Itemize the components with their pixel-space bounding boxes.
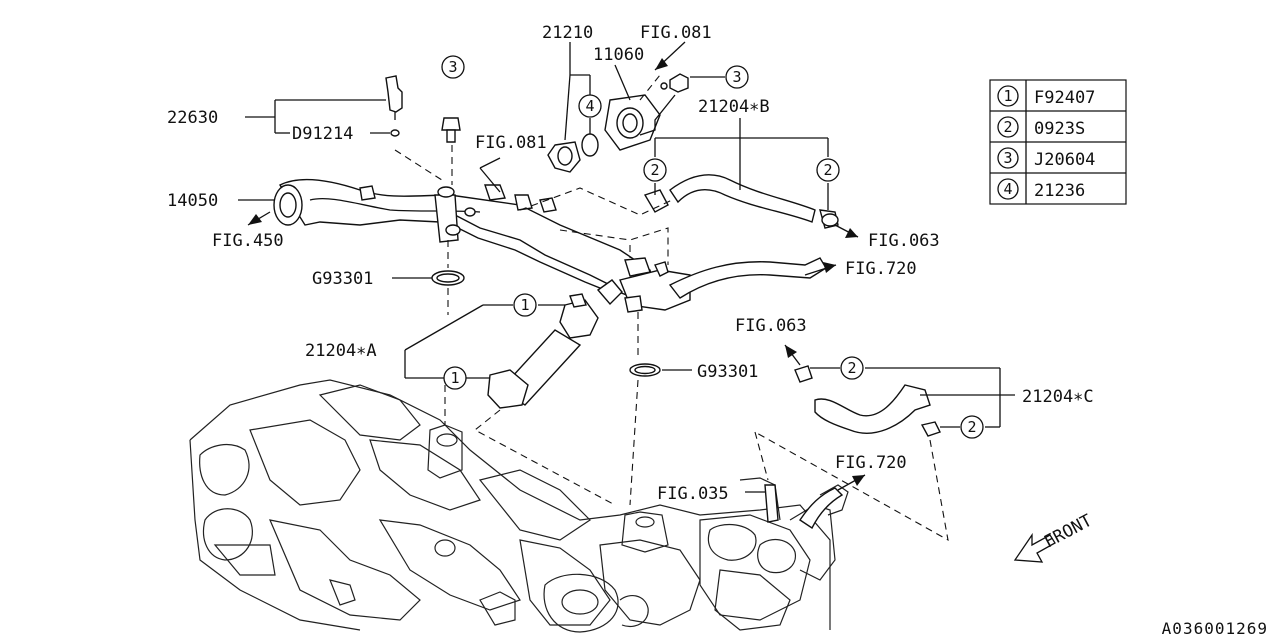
- legend-code-3: J20604: [1034, 150, 1095, 170]
- label-21204b: 21204∗B: [698, 97, 770, 117]
- callout-3-bolt-top: 3: [441, 55, 465, 79]
- callout-2-clamp-left: 2: [643, 158, 667, 182]
- svg-text:3: 3: [1003, 149, 1012, 167]
- label-fig720-bottom: FIG.720: [835, 453, 907, 473]
- thermostat-housing: [547, 73, 689, 173]
- callout-4-gasket: 4: [578, 94, 602, 118]
- svg-text:4: 4: [1003, 180, 1012, 198]
- legend-row-2: 2: [997, 116, 1019, 138]
- hose-21204-b: [643, 174, 839, 229]
- label-14050: 14050: [167, 191, 218, 211]
- svg-text:1: 1: [1003, 87, 1012, 105]
- leader-lines: [238, 41, 1015, 542]
- svg-text:1: 1: [520, 296, 529, 314]
- legend-row-4: 4: [997, 178, 1019, 200]
- diagram-code: A036001269: [1161, 619, 1268, 638]
- callouts: 3 3 4 2 2 1 1 2 2: [441, 55, 984, 439]
- label-fig063-right: FIG.063: [868, 231, 940, 251]
- hose-21204-c: [794, 365, 941, 437]
- front-direction-indicator: FRONT: [1013, 511, 1096, 563]
- svg-text:3: 3: [732, 68, 741, 86]
- legend-row-1: 1: [997, 85, 1019, 107]
- temperature-sensor: [385, 75, 403, 137]
- part-labels: 22630 D91214 14050 FIG.450 G93301 21204∗…: [167, 23, 1094, 504]
- water-pipe-assembly: [273, 178, 827, 313]
- label-g93301-top: G93301: [312, 269, 373, 289]
- label-21210: 21210: [542, 23, 593, 43]
- label-22630: 22630: [167, 108, 218, 128]
- svg-text:2: 2: [1003, 118, 1012, 136]
- hose-21204-a: [487, 293, 599, 409]
- callout-2-clamp-right: 2: [816, 158, 840, 182]
- label-fig035: FIG.035: [657, 484, 729, 504]
- label-fig450: FIG.450: [212, 231, 284, 251]
- label-11060: 11060: [593, 45, 644, 65]
- callout-1-clamp-bottom: 1: [443, 366, 467, 390]
- label-21204c: 21204∗C: [1022, 387, 1094, 407]
- bolts: [431, 117, 661, 377]
- legend-code-1: F92407: [1034, 88, 1095, 108]
- label-g93301-mid: G93301: [697, 362, 758, 382]
- legend-row-3: 3: [997, 147, 1019, 169]
- svg-text:2: 2: [847, 359, 856, 377]
- label-d91214: D91214: [292, 124, 353, 144]
- engine-block-illustration: [189, 379, 849, 633]
- legend-code-4: 21236: [1034, 181, 1085, 201]
- label-fig720-right: FIG.720: [845, 259, 917, 279]
- svg-text:4: 4: [585, 97, 594, 115]
- svg-text:2: 2: [967, 418, 976, 436]
- callout-1-clamp-top: 1: [513, 293, 537, 317]
- label-fig063-mid: FIG.063: [735, 316, 807, 336]
- label-fig081-mid: FIG.081: [475, 133, 547, 153]
- callout-3-bolt-right: 3: [725, 65, 749, 89]
- callout-2-hose-c-top: 2: [840, 356, 864, 380]
- label-21204a: 21204∗A: [305, 341, 377, 361]
- bottom-fittings: [764, 484, 844, 530]
- front-label: FRONT: [1041, 511, 1096, 553]
- legend-code-2: 0923S: [1034, 119, 1085, 139]
- label-fig081-top: FIG.081: [640, 23, 712, 43]
- svg-text:3: 3: [448, 58, 457, 76]
- callout-2-hose-c-bottom: 2: [960, 415, 984, 439]
- svg-text:2: 2: [823, 161, 832, 179]
- legend-table: 1 F92407 2 0923S 3 J20604 4 21236: [989, 79, 1127, 205]
- svg-text:2: 2: [650, 161, 659, 179]
- svg-text:1: 1: [450, 369, 459, 387]
